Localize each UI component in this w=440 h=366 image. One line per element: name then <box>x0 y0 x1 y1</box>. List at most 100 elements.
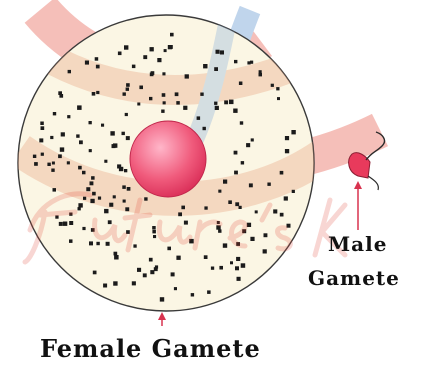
yolk-granule <box>233 109 237 113</box>
yolk-granule <box>291 130 295 134</box>
yolk-granule <box>271 84 274 87</box>
yolk-granule <box>86 187 90 191</box>
yolk-granule <box>215 106 219 110</box>
yolk-granule <box>85 61 89 65</box>
yolk-granule <box>236 257 240 261</box>
yolk-granule <box>249 183 253 187</box>
yolk-granule <box>211 267 214 270</box>
yolk-granule <box>240 121 243 124</box>
yolk-granule <box>239 206 242 209</box>
yolk-granule <box>263 249 267 253</box>
yolk-granule <box>152 230 156 234</box>
yolk-granule <box>150 47 154 51</box>
yolk-granule <box>292 190 295 193</box>
yolk-granule <box>109 203 113 207</box>
yolk-granule <box>157 58 161 62</box>
egg-cell-icon <box>18 10 330 311</box>
yolk-granule <box>58 154 62 158</box>
yolk-granule <box>218 190 221 193</box>
yolk-granule <box>106 242 110 246</box>
yolk-granule <box>229 100 234 105</box>
female-gamete-label: Female Gamete <box>40 334 261 363</box>
yolk-granule <box>77 105 82 110</box>
yolk-granule <box>76 134 79 137</box>
yolk-granule <box>119 167 123 171</box>
yolk-granule <box>113 281 117 285</box>
yolk-granule <box>170 33 174 37</box>
yolk-granule <box>223 243 227 247</box>
sperm-head <box>349 153 370 178</box>
yolk-granule <box>122 185 126 189</box>
yolk-granule <box>89 121 92 124</box>
yolk-granule <box>91 176 95 180</box>
yolk-granule <box>96 91 99 94</box>
female-gamete-arrow <box>158 312 166 326</box>
yolk-granule <box>79 140 83 144</box>
yolk-granule <box>82 171 86 175</box>
yolk-granule <box>144 197 147 200</box>
yolk-granule <box>41 153 44 156</box>
yolk-granule <box>216 50 220 54</box>
yolk-granule <box>224 100 228 104</box>
yolk-granule <box>125 46 128 49</box>
yolk-granule <box>223 180 227 184</box>
nucleus <box>130 121 206 197</box>
yolk-granule <box>230 261 233 264</box>
yolk-granule <box>90 181 94 185</box>
yolk-granule <box>214 102 217 105</box>
yolk-granule <box>143 273 147 277</box>
yolk-granule <box>207 290 211 294</box>
yolk-granule <box>69 239 73 243</box>
yolk-granule <box>95 57 99 61</box>
male-gamete-label-line2: Gamete <box>308 266 400 290</box>
yolk-granule <box>285 149 289 153</box>
yolk-granule <box>68 70 71 73</box>
yolk-granule <box>33 155 36 158</box>
yolk-granule <box>118 52 122 56</box>
yolk-granule <box>110 131 114 135</box>
yolk-granule <box>218 229 221 232</box>
yolk-granule <box>90 199 94 203</box>
yolk-granule <box>183 106 187 110</box>
yolk-granule <box>234 171 238 175</box>
yolk-granule <box>255 210 258 213</box>
yolk-granule <box>133 244 136 247</box>
yolk-granule <box>53 188 57 192</box>
yolk-granule <box>163 101 166 104</box>
yolk-granule <box>176 256 180 260</box>
male-gamete-arrow <box>354 181 362 230</box>
yolk-granule <box>61 132 65 136</box>
yolk-granule <box>185 74 189 78</box>
yolk-granule <box>155 265 158 268</box>
yolk-granule <box>96 242 99 245</box>
yolk-granule <box>114 252 118 256</box>
yolk-granule <box>104 209 108 213</box>
yolk-granule <box>82 227 85 230</box>
yolk-granule <box>96 65 100 69</box>
male-gamete-label-line1: Male <box>328 232 387 256</box>
yolk-granule <box>93 271 97 275</box>
yolk-granule <box>92 92 96 96</box>
yolk-granule <box>250 237 254 241</box>
yolk-granule <box>98 197 101 200</box>
yolk-granule <box>191 293 194 296</box>
yolk-granule <box>89 149 92 152</box>
yolk-granule <box>203 127 206 130</box>
yolk-granule <box>235 266 239 270</box>
yolk-granule <box>174 287 177 290</box>
yolk-granule <box>160 297 164 301</box>
yolk-granule <box>184 221 188 225</box>
yolk-granule <box>126 136 130 140</box>
yolk-granule <box>69 221 73 225</box>
yolk-granule <box>139 86 143 90</box>
yolk-granule <box>122 132 125 135</box>
yolk-granule <box>92 192 96 196</box>
yolk-granule <box>101 124 104 127</box>
yolk-granule <box>239 82 243 86</box>
yolk-granule <box>264 233 268 237</box>
yolk-granule <box>50 136 53 139</box>
yolk-granule <box>132 65 136 69</box>
yolk-granule <box>153 235 156 238</box>
yolk-granule <box>126 88 129 91</box>
